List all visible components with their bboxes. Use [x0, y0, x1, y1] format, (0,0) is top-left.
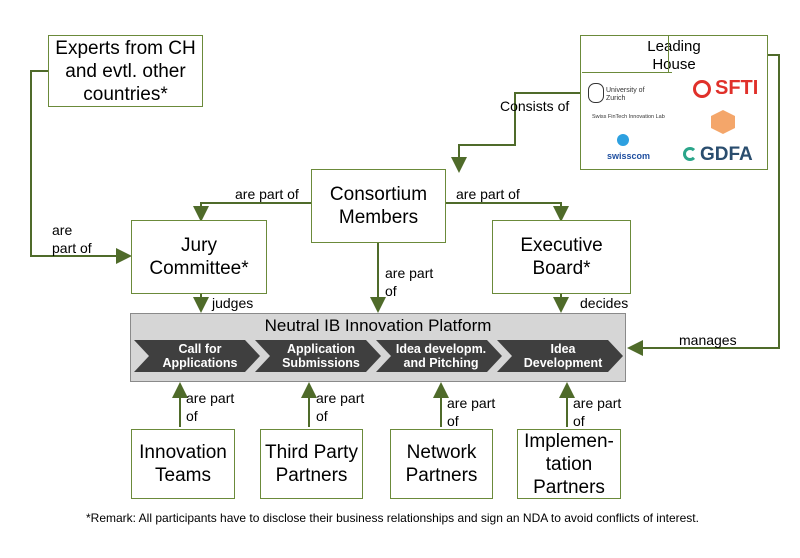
consortium-box: Consortium Members: [311, 169, 446, 243]
participant-box: Innovation Teams: [131, 429, 235, 499]
leading-house-divider-v: [668, 36, 669, 72]
uzh-seal-icon: [588, 83, 604, 103]
are-part-of-label-left: are part of: [235, 186, 299, 202]
stage-4-label: Idea Development: [523, 342, 603, 370]
chevron-stage-1: [134, 340, 260, 372]
of-label: of: [385, 283, 397, 299]
participant-box: Network Partners: [390, 429, 493, 499]
sfti-logo: SFTI: [715, 77, 759, 99]
experts-box: Experts from CH and evtl. other countrie…: [48, 35, 203, 107]
stage-2-label: Application Submissions: [282, 342, 360, 370]
platform-title: Neutral IB Innovation Platform: [264, 316, 492, 335]
are-part-of-label-right: are part of: [456, 186, 520, 202]
of-label: of: [447, 413, 459, 429]
swisscom-icon: [617, 134, 629, 146]
consortium-label: Consortium Members: [329, 184, 428, 228]
gdfa-logo: GDFA: [700, 144, 753, 165]
participant-label: Implemen-tation Partners: [524, 430, 614, 498]
participant-label: Network Partners: [405, 442, 478, 486]
consists-of-label: Consists of: [500, 98, 570, 114]
are-part-label: are part: [186, 390, 235, 406]
of-label: of: [186, 408, 198, 424]
stage-1-label: Call for Applications: [162, 342, 238, 370]
executive-label: Executive Board*: [520, 235, 603, 279]
sfti-circle-icon: [693, 80, 711, 98]
leading-house-title: Leading House: [647, 38, 701, 73]
judges-label: judges: [212, 295, 254, 311]
are-part-label: are part: [573, 395, 622, 411]
chevron-stage-3: [376, 340, 502, 372]
decides-label: decides: [580, 295, 629, 311]
chevron-stage-2: [255, 340, 381, 372]
of-label: of: [316, 408, 328, 424]
uzh-sublabel: Swiss FinTech Innovation Lab: [592, 114, 665, 120]
are-label: are: [52, 222, 73, 238]
experts-label: Experts from CH and evtl. other countrie…: [55, 37, 196, 105]
swisscom-logo: swisscom: [607, 151, 651, 161]
remark-note: *Remark: All participants have to disclo…: [86, 511, 699, 525]
uzh-logo: University of Zurich: [606, 87, 645, 102]
are-part-label: are part: [385, 265, 434, 281]
stage-3-label: Idea developm. and Pitching: [395, 342, 487, 370]
of-label: of: [573, 413, 585, 429]
leading-house-divider: [582, 72, 672, 73]
participant-label: Third Party Partners: [265, 442, 358, 486]
participant-label: Innovation Teams: [139, 442, 227, 486]
are-part-label: are part: [447, 395, 496, 411]
jury-box: Jury Committee*: [131, 220, 267, 294]
manages-label: manages: [679, 332, 737, 348]
executive-box: Executive Board*: [492, 220, 631, 294]
gdfa-icon: [683, 147, 697, 161]
leading-house-box: Leading House: [580, 35, 768, 170]
are-part-label: are part: [316, 390, 365, 406]
hexagon-logo-icon: [711, 110, 735, 134]
participant-box: Implemen-tation Partners: [517, 429, 621, 499]
participant-box: Third Party Partners: [260, 429, 363, 499]
platform-chevrons: [134, 340, 623, 372]
chevron-stage-4: [497, 340, 623, 372]
part-of-label: part of: [52, 240, 92, 256]
jury-label: Jury Committee*: [149, 235, 249, 279]
